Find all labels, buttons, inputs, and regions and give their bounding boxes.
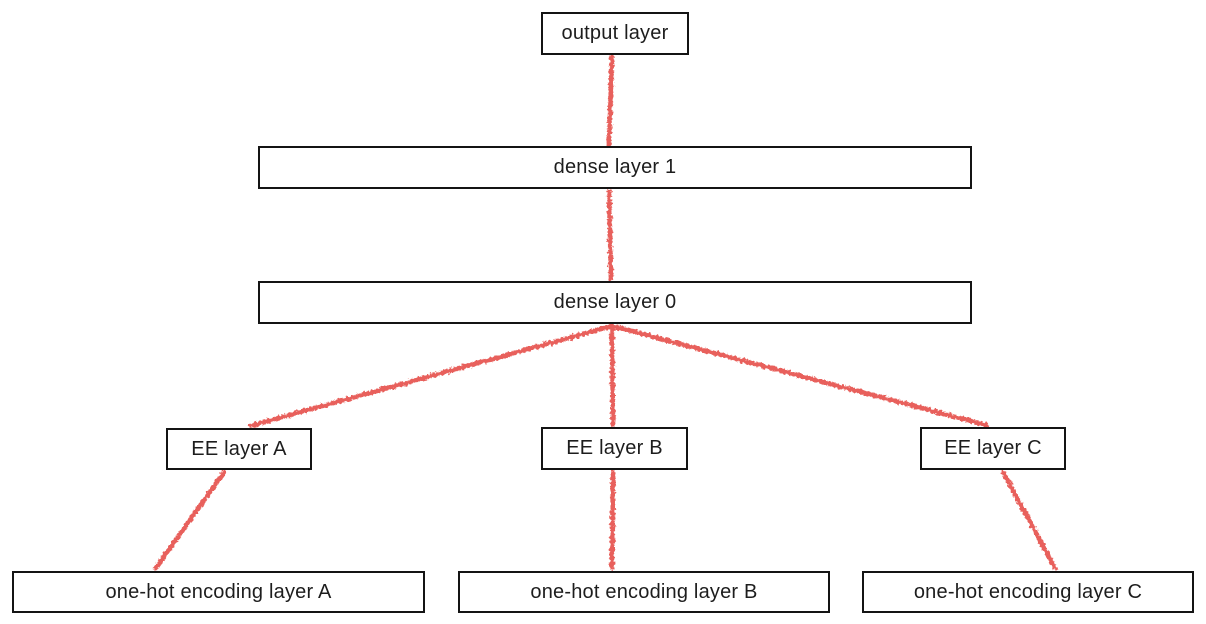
edge-onehotA-to-eeA-texture (154, 470, 226, 570)
edge-dense0-to-dense1 (606, 188, 614, 282)
edge-onehotB-to-eeB-texture (610, 470, 615, 570)
node-ee-layer-a: EE layer A (166, 428, 312, 470)
edge-onehotA-to-eeA (153, 469, 227, 571)
edge-eeA-to-dense0 (247, 323, 615, 429)
edge-dense1-to-output-texture (607, 55, 614, 147)
node-one-hot-encoding-layer-c-label: one-hot encoding layer C (913, 580, 1143, 603)
edge-onehotC-to-eeC (1000, 469, 1058, 571)
edge-dense1-to-output (606, 54, 615, 148)
node-ee-layer-a-label: EE layer A (191, 437, 287, 460)
node-ee-layer-b-label: EE layer B (566, 437, 663, 459)
node-ee-layer-c-label: EE layer C (944, 437, 1042, 459)
edge-eeC-to-dense0 (609, 323, 989, 428)
node-dense-layer-0: dense layer 0 (258, 281, 972, 324)
node-ee-layer-c: EE layer C (920, 427, 1066, 470)
edge-onehotC-to-eeC-texture (1001, 470, 1057, 570)
node-one-hot-encoding-layer-a-label: one-hot encoding layer A (105, 580, 332, 603)
node-dense-layer-1-label: dense layer 1 (553, 156, 677, 178)
edge-onehotB-to-eeB (609, 469, 616, 571)
node-one-hot-encoding-layer-c: one-hot encoding layer C (862, 571, 1194, 613)
node-dense-layer-0-label: dense layer 0 (553, 291, 677, 313)
edge-dense0-to-dense1-texture (607, 189, 613, 281)
node-one-hot-encoding-layer-a: one-hot encoding layer A (12, 571, 425, 613)
edge-eeB-to-dense0 (609, 323, 616, 428)
node-one-hot-encoding-layer-b: one-hot encoding layer B (458, 571, 830, 613)
edge-eeB-to-dense0-texture (610, 324, 615, 427)
node-dense-layer-1: dense layer 1 (258, 146, 972, 189)
edge-eeC-to-dense0-texture (610, 324, 988, 427)
node-output-layer: output layer (541, 12, 689, 55)
node-output-layer-label: output layer (561, 22, 669, 44)
node-one-hot-encoding-layer-b-label: one-hot encoding layer B (530, 580, 758, 603)
edge-eeA-to-dense0-texture (248, 324, 614, 428)
node-ee-layer-b: EE layer B (541, 427, 688, 470)
